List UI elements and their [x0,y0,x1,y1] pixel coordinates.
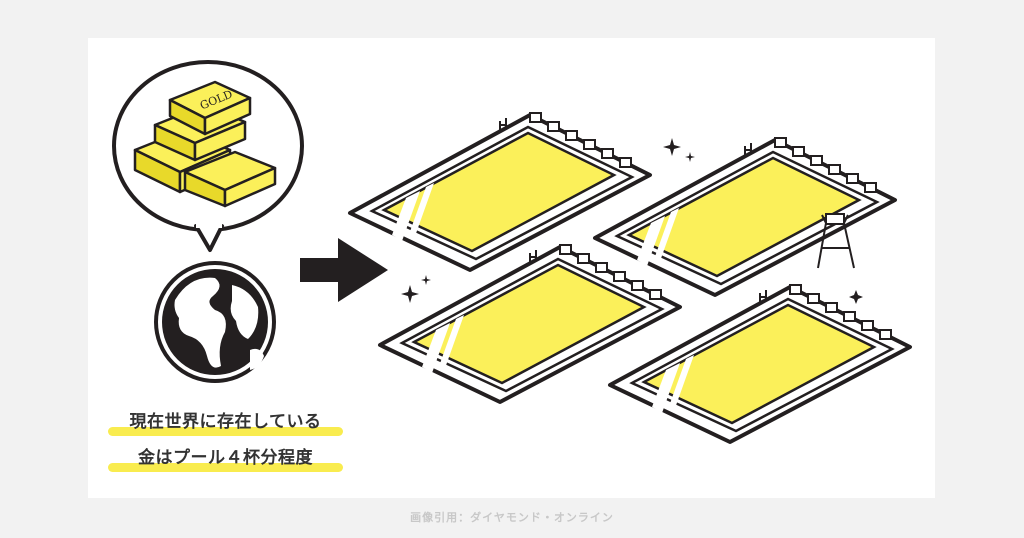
pool-2 [593,136,897,297]
image-source-credit: 画像引用：ダイヤモンド・オンライン [410,511,614,524]
caption-line-1: 現在世界に存在している [108,407,343,436]
caption-text-2: 金はプール４杯分程度 [138,448,313,468]
arrow-right-icon [300,238,388,302]
pool-1 [348,111,652,272]
globe-icon [154,261,276,383]
caption-highlight [108,463,343,472]
lifeguard-chair-icon [817,213,855,269]
gold-bars-icon: GOLD [133,80,277,208]
caption-highlight [108,427,343,436]
caption-line-2: 金はプール４杯分程度 [108,443,343,472]
sparkle-icons [401,138,863,304]
caption-text-1: 現在世界に存在している [129,412,322,432]
